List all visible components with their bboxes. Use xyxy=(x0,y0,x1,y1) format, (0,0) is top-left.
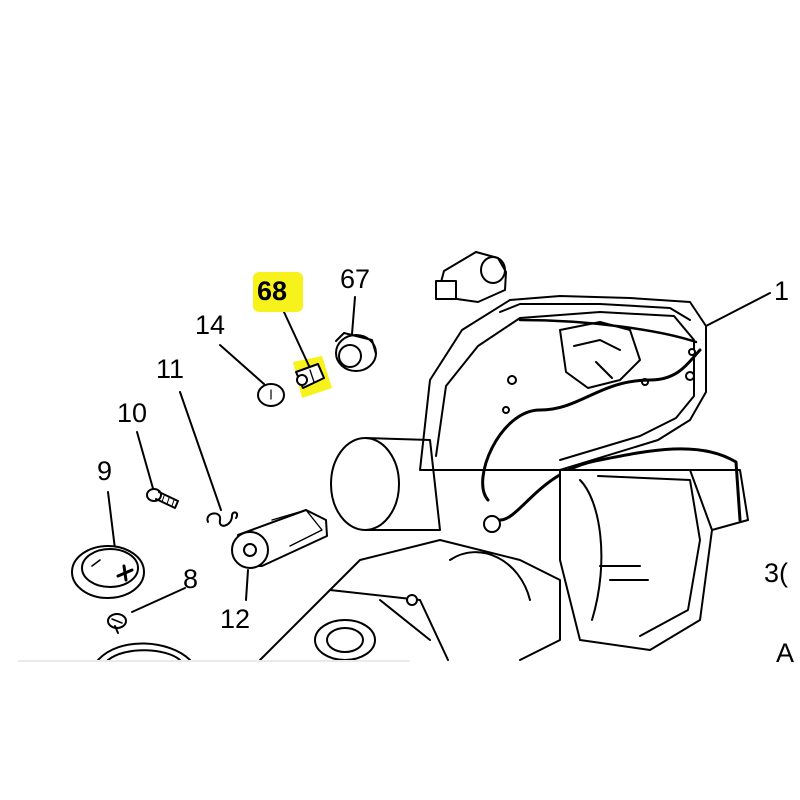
leader-12 xyxy=(245,569,249,601)
leader-67 xyxy=(351,296,356,335)
lower-chassis xyxy=(259,515,561,661)
callout-8: 8 xyxy=(183,564,199,594)
part-68-clip xyxy=(295,363,325,389)
part-9-cap xyxy=(71,545,145,599)
part-12-lever xyxy=(231,509,328,569)
drum-housing xyxy=(330,437,749,651)
leader-1 xyxy=(705,292,771,327)
leader-9 xyxy=(107,491,116,550)
leader-8 xyxy=(131,587,186,613)
callout-14: 14 xyxy=(195,310,226,340)
leader-68 xyxy=(283,311,310,367)
callout-12: 12 xyxy=(220,604,251,634)
leader-10 xyxy=(136,431,155,493)
crop-edge-line xyxy=(18,660,410,662)
callout-3: 3( xyxy=(764,558,789,588)
part-11-spring xyxy=(206,511,239,527)
leader-14 xyxy=(219,344,265,385)
leader-11 xyxy=(179,391,222,511)
callout-a: A xyxy=(776,638,795,668)
callout-11: 11 xyxy=(156,354,185,384)
bottom-left-partial-part xyxy=(97,642,191,661)
callout-68: 68 xyxy=(257,276,288,306)
part-10-screw xyxy=(146,488,179,509)
callout-10: 10 xyxy=(117,398,148,428)
callout-9: 9 xyxy=(97,456,113,486)
top-cap-part xyxy=(435,251,507,303)
callout-1: 1 xyxy=(774,276,790,306)
part-67-bushing xyxy=(335,332,377,372)
callout-68-highlight xyxy=(253,272,303,312)
part-1-housing xyxy=(419,295,742,522)
part-8-screw xyxy=(107,613,127,634)
callout-67: 67 xyxy=(340,264,371,294)
